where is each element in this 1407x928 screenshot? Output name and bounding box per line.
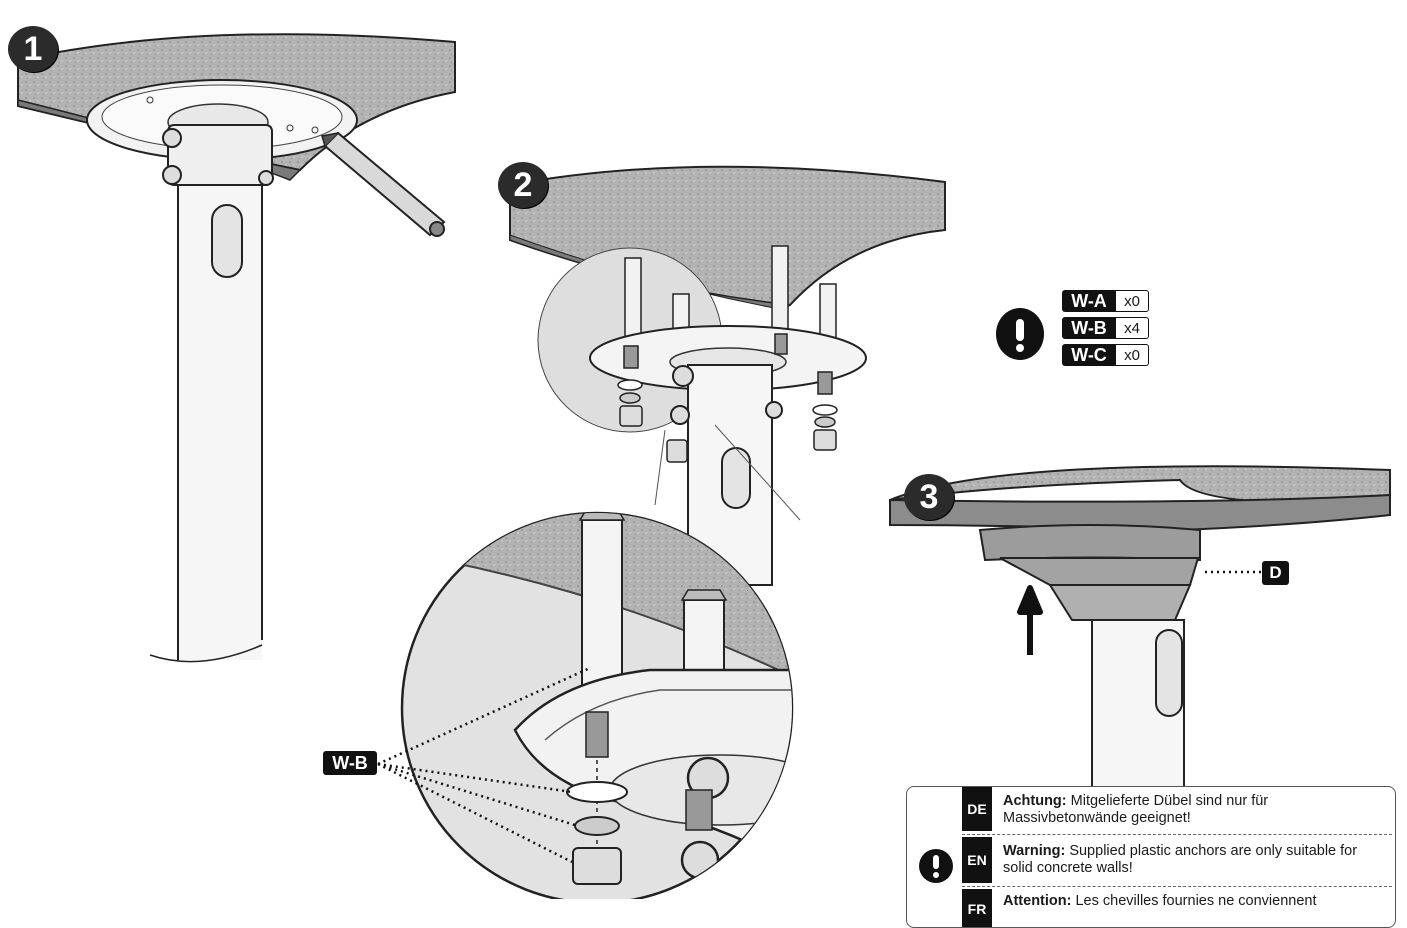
warning-box: DE Achtung: Mitgelieferte Dübel sind nur…: [906, 786, 1396, 928]
parts-row-wa: W-A x0: [1062, 290, 1149, 312]
warning-icon: [919, 849, 953, 883]
lang-badge-en: EN: [962, 837, 992, 883]
warning-text-en: Warning: Supplied plastic anchors are on…: [1003, 843, 1388, 877]
warning-bold-de: Achtung:: [1003, 793, 1067, 809]
part-code: W-A: [1062, 290, 1116, 312]
step-2-badge: 2: [498, 162, 548, 208]
step-1-badge: 1: [8, 26, 58, 72]
warning-bold-fr: Attention:: [1003, 893, 1072, 909]
warning-bold-en: Warning:: [1003, 843, 1066, 859]
parts-row-wc: W-C x0: [1062, 344, 1149, 366]
warning-body-fr: Les chevilles fournies ne conviennent: [1071, 893, 1317, 909]
warning-text-de: Achtung: Mitgelieferte Dübel sind nur fü…: [1003, 793, 1388, 827]
lang-badge-de: DE: [962, 787, 992, 831]
step3-illustration: [889, 465, 1391, 811]
part-code: W-B: [1062, 317, 1116, 339]
parts-list: W-A x0 W-B x4 W-C x0: [1062, 290, 1149, 366]
wb-callout-label: W-B: [323, 751, 377, 775]
parts-warning-icon: [996, 308, 1044, 360]
step-3-badge: 3: [904, 474, 954, 520]
warning-text-fr: Attention: Les chevilles fournies ne con…: [1003, 893, 1388, 910]
warning-body-de: Mitgelieferte Dübel sind nur für Massivb…: [1003, 793, 1269, 826]
assembly-illustration: [17, 33, 1391, 899]
lang-badge-fr: FR: [962, 889, 992, 927]
d-callout-label: D: [1262, 561, 1289, 585]
part-qty: x0: [1116, 344, 1149, 366]
parts-row-wb: W-B x4: [1062, 317, 1149, 339]
divider: [962, 834, 1392, 835]
part-qty: x4: [1116, 317, 1149, 339]
step2-illustration: [509, 165, 946, 586]
step1-illustration: [17, 33, 456, 663]
part-qty: x0: [1116, 290, 1149, 312]
divider: [962, 886, 1392, 887]
part-code: W-C: [1062, 344, 1116, 366]
wb-leader-lines: [377, 666, 591, 864]
warning-body-en: Supplied plastic anchors are only suitab…: [1003, 843, 1358, 876]
